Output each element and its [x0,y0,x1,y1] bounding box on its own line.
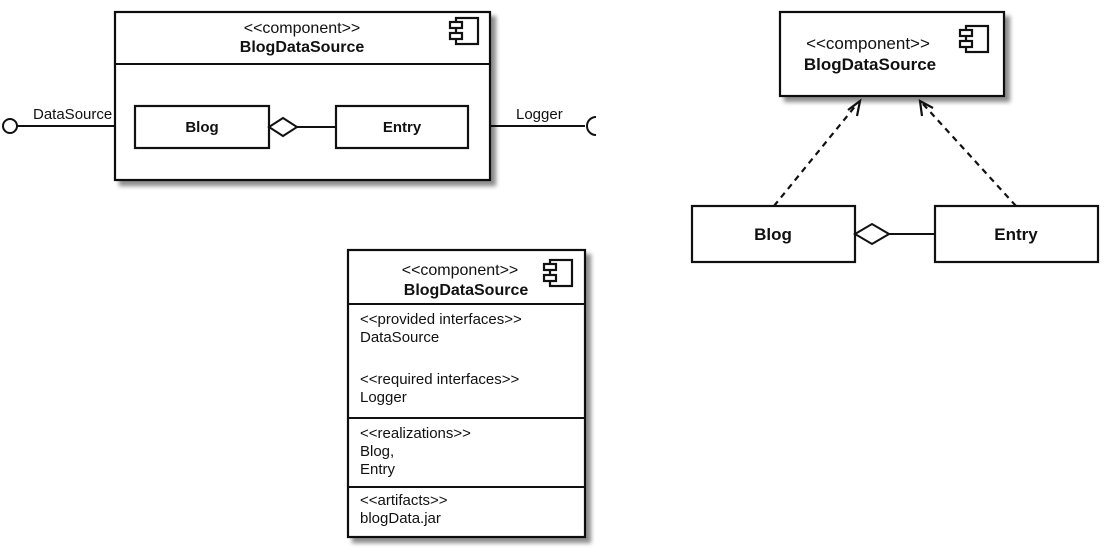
left-part-blog-label: Blog [185,119,218,136]
middle-component-stereotype: <<component>> [402,262,519,279]
provided-interface-label: DataSource [33,106,112,123]
realization-arrowhead-blog-icon [847,98,862,117]
artifacts-label: <<artifacts>> [360,492,448,509]
left-part-blog-box [133,104,271,150]
right-component-stereotype: <<component>> [806,34,930,53]
right-component-box [778,10,1006,98]
middle-component-diagram: <<component>> BlogDataSource <<provided … [346,248,587,539]
left-component-stereotype: <<component>> [244,20,361,37]
artifacts-value: blogData.jar [360,510,441,527]
required-interfaces-value: Logger [360,389,407,406]
right-component-name: BlogDataSource [804,55,936,74]
provided-interface-lollipop-icon [2,118,18,134]
provided-interfaces-label: <<provided interfaces>> [360,311,522,328]
middle-component-box [346,248,587,539]
right-class-blog-label: Blog [754,225,792,244]
right-component-diagram: <<component>> BlogDataSource Blog Entry [690,10,1100,264]
left-aggregation-diamond-icon [267,116,299,138]
right-class-blog-box [690,204,857,264]
right-class-entry-label: Entry [994,225,1038,244]
middle-component-name: BlogDataSource [404,282,529,299]
required-interface-socket-icon [586,116,597,136]
realization-arrow-entry [922,103,1017,207]
left-part-entry-label: Entry [383,119,422,136]
realization-arrow-blog [773,103,858,207]
required-interface-label: Logger [516,106,563,123]
left-part-entry-box [334,104,470,150]
required-interfaces-label: <<required interfaces>> [360,371,520,388]
realizations-line-1: Blog, [360,443,394,460]
realizations-label: <<realizations>> [360,425,471,442]
left-component-box [113,10,492,182]
left-component-name: BlogDataSource [240,39,365,56]
realizations-line-2: Entry [360,461,396,478]
left-component-diagram: DataSource Logger <<component>> BlogData… [2,10,597,182]
realization-arrowhead-entry-icon [918,99,934,117]
right-aggregation-diamond-icon [853,222,891,246]
provided-interfaces-value: DataSource [360,329,439,346]
